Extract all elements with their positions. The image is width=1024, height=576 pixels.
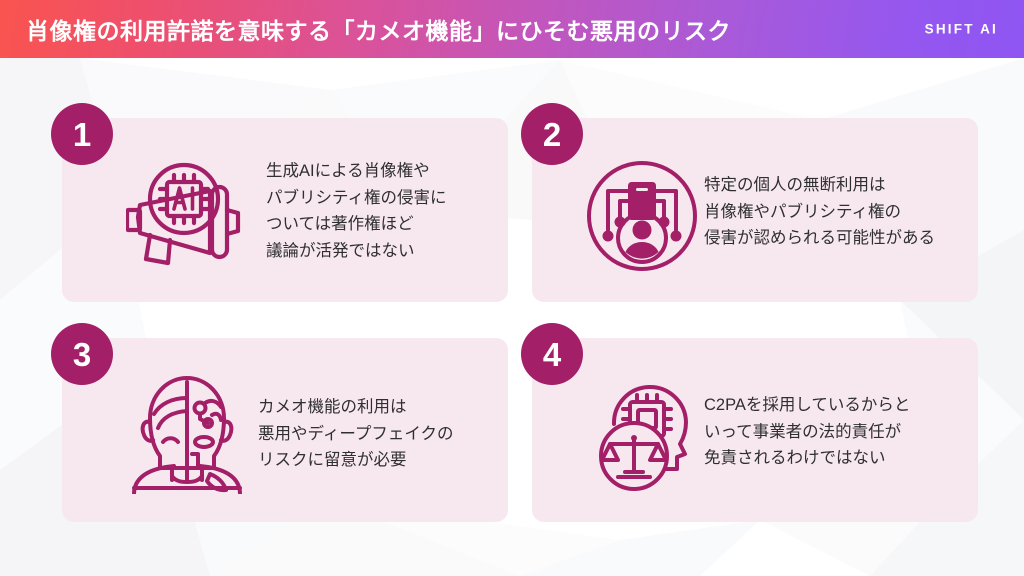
card-2-number: 2 <box>542 115 562 153</box>
card-4-number: 4 <box>542 335 562 373</box>
head-chip-scales-icon <box>599 385 688 491</box>
card-4-number-badge: 4 <box>521 323 583 385</box>
header-bar: 肖像権の利用許諾を意味する「カメオ機能」にひそむ悪用のリスク SHIFT AI <box>0 0 1024 58</box>
card-3-text: カメオ機能の利用は 悪用やディープフェイクの リスクに留意が必要 <box>258 398 454 470</box>
card-3-number-badge: 3 <box>51 323 113 385</box>
person-identity-network-icon <box>587 161 697 271</box>
deepfake-face-icon <box>132 376 242 494</box>
card-1-text: 生成AIによる肖像権や パブリシティ権の侵害に ついては著作権ほど 議論が活発で… <box>266 162 447 261</box>
card-2-text: 特定の個人の無断利用は 肖像権やパブリシティ権の 侵害が認められる可能性がある <box>704 176 935 248</box>
card-3-number: 3 <box>72 335 92 373</box>
page-title: 肖像権の利用許諾を意味する「カメオ機能」にひそむ悪用のリスク <box>26 18 731 44</box>
megaphone-ai-chip-icon <box>126 162 241 266</box>
card-4-text: C2PAを採用しているからと いって事業者の法的責任が 免責されるわけではない <box>704 396 911 468</box>
brand-logo: SHIFT AI <box>924 21 998 37</box>
card-1-number-badge: 1 <box>51 103 113 165</box>
card-1-number: 1 <box>72 115 92 153</box>
card-2-number-badge: 2 <box>521 103 583 165</box>
